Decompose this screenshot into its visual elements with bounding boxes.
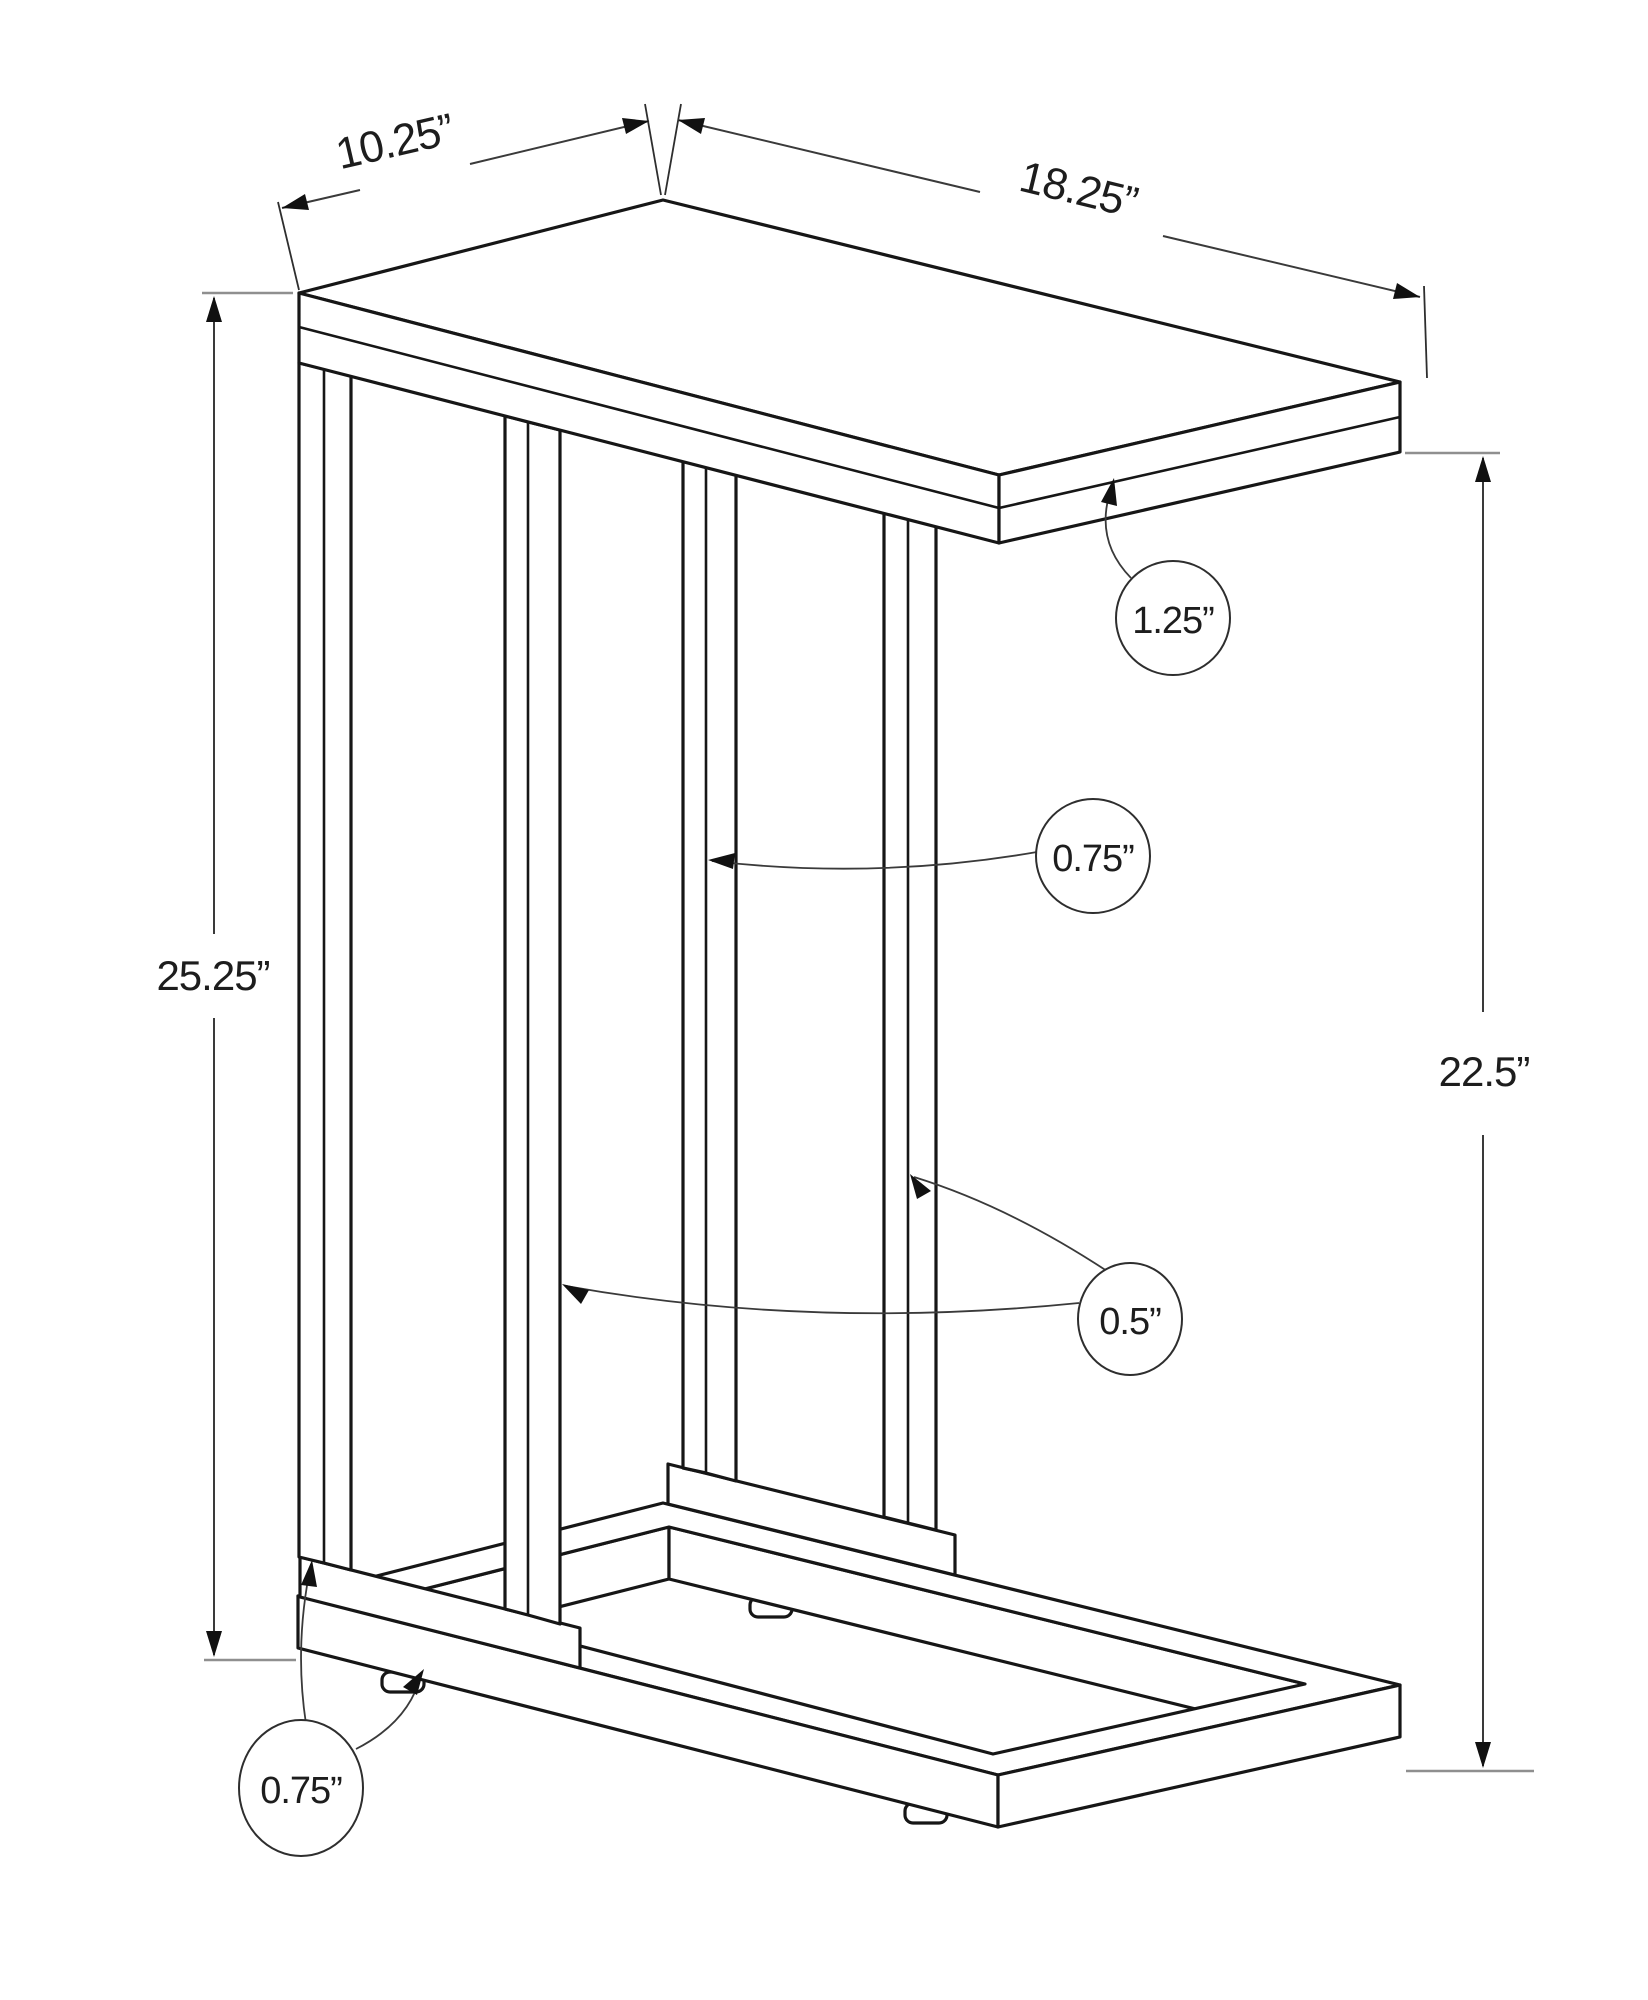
bottom-rail-front <box>298 1555 582 1670</box>
arrowhead-icon <box>678 118 705 134</box>
dim-label-top-length: 18.25” <box>1015 152 1142 227</box>
dim-overall-height: 25.25” <box>156 291 296 1662</box>
arrowhead-icon <box>562 1284 589 1304</box>
extension-line <box>277 201 300 291</box>
callout-label-leg-depth: 0.75” <box>1052 838 1134 880</box>
dim-label-frame-height: 22.5” <box>1439 1048 1530 1095</box>
arrowhead-icon <box>1475 456 1491 482</box>
arrowhead-icon <box>1101 478 1117 506</box>
legs <box>297 273 938 1626</box>
arrowhead-icon <box>403 1669 424 1695</box>
arrowhead-icon <box>1393 283 1420 299</box>
callout-label-top-thickness: 1.25” <box>1132 600 1214 642</box>
leader-line <box>565 1285 1080 1315</box>
arrowhead-icon <box>708 853 735 869</box>
callout-bubble <box>1077 1262 1183 1376</box>
arrowhead-icon <box>206 296 222 322</box>
arrowhead-icon <box>301 1560 317 1587</box>
extension-line-apex-right <box>664 103 682 196</box>
callout-label-leg-width: 0.5” <box>1099 1301 1161 1343</box>
top-front-left-seam <box>298 325 1000 510</box>
dimension-line <box>1162 235 1421 298</box>
extension-line-apex-left <box>644 103 662 196</box>
table-top <box>297 198 1402 545</box>
extension-line <box>1423 285 1428 379</box>
leader-line <box>711 851 1038 870</box>
callout-leg-width: 0.5” <box>562 1174 1183 1376</box>
bottom-rail-back <box>666 1462 957 1577</box>
leg-front-1 <box>297 361 353 1572</box>
base-front-right-face <box>996 1683 1402 1829</box>
dim-label-overall-height: 25.25” <box>156 952 269 999</box>
callout-leg-depth: 0.75” <box>708 798 1151 914</box>
arrowhead-icon <box>282 194 309 210</box>
dim-label-top-depth: 10.25” <box>331 105 458 180</box>
callout-label-base-height: 0.75” <box>260 1770 342 1812</box>
leg-front-2 <box>503 414 562 1626</box>
callout-bubble <box>1035 798 1151 914</box>
arrowhead-icon <box>622 118 649 134</box>
top-front-right-seam <box>998 415 1401 510</box>
table-structure <box>296 198 1402 1829</box>
leg-body <box>503 414 562 1626</box>
callout-bubble <box>238 1719 364 1857</box>
arrowhead-icon <box>206 1631 222 1657</box>
leg-back-1 <box>681 273 738 1483</box>
bottom-rails <box>298 1462 957 1670</box>
dimension-line <box>677 119 981 193</box>
callout-top-thickness: 1.25” <box>1101 478 1231 676</box>
dimension-line <box>469 120 650 165</box>
callout-bubble <box>1115 560 1231 676</box>
leader-line <box>913 1176 1108 1272</box>
arrowhead-icon <box>910 1174 931 1199</box>
base-frame <box>296 1501 1402 1829</box>
dim-frame-height: 22.5” <box>1405 451 1534 1773</box>
dimension-annotations: 10.25” 18.25” 25.25” <box>156 103 1534 1857</box>
callout-base-height: 0.75” <box>238 1560 424 1857</box>
arrowhead-icon <box>1475 1742 1491 1768</box>
